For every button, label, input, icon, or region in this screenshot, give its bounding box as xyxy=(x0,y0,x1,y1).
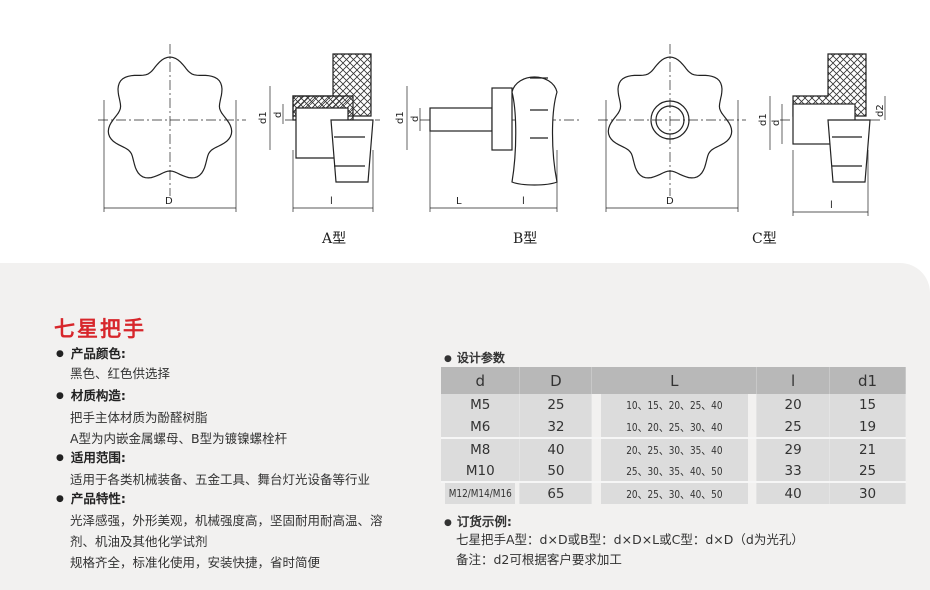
table-cell-L: 10、15、20、25、40 xyxy=(600,394,749,416)
col-d: d xyxy=(441,367,521,394)
caption-type-c: C型 xyxy=(752,231,777,247)
section-line: 规格齐全，标准化使用，安装快捷，省时简便 xyxy=(70,555,321,570)
section-line: 把手主体材质为酚醛树脂 xyxy=(70,410,208,425)
table-cell-L: 20、25、30、40、50 xyxy=(600,481,749,504)
table-cell-l: 33 xyxy=(756,460,831,482)
knob-side-view-c xyxy=(792,53,871,183)
table-cell-d: M12/M14/M16 xyxy=(444,481,517,504)
dim-l-c: l xyxy=(830,200,833,211)
dim-d-b: d xyxy=(410,116,421,122)
dim-d1-a: d1 xyxy=(258,111,269,124)
section-line: A型为内嵌金属螺母、B型为镀镍螺栓杆 xyxy=(70,431,288,446)
section-line: 黑色、红色供选择 xyxy=(70,366,171,381)
dim-l-b: l xyxy=(522,196,525,207)
table-cell-l: 25 xyxy=(756,416,831,438)
col-L: L xyxy=(591,367,758,394)
table-cell-l: 29 xyxy=(756,437,831,460)
table-cell-l: 40 xyxy=(756,481,831,504)
section-line: 剂、机油及其他化学试剂 xyxy=(70,534,208,549)
dim-D-a: D xyxy=(165,196,173,207)
spec-heading: 设计参数 xyxy=(444,349,505,366)
table-cell-d: M10 xyxy=(441,460,521,482)
col-l: l xyxy=(756,367,831,394)
dim-D-c: D xyxy=(666,196,674,207)
dim-d-a: d xyxy=(273,112,284,118)
table-cell-d1: 21 xyxy=(829,437,906,460)
dim-d2-c: d2 xyxy=(875,104,886,117)
table-cell-d1: 15 xyxy=(829,394,906,416)
dim-d1-b: d1 xyxy=(395,111,406,124)
dim-L-b: L xyxy=(456,196,462,207)
section-heading: 产品特性: xyxy=(56,488,383,510)
col-d1: d1 xyxy=(829,367,906,394)
dim-d-c: d xyxy=(771,120,782,126)
table-cell-d: M5 xyxy=(441,394,521,416)
dim-d1-c: d1 xyxy=(758,113,769,126)
caption-type-b: B型 xyxy=(513,231,538,247)
section-line: 适用于各类机械装备、五金工具、舞台灯光设备等行业 xyxy=(70,472,371,487)
section-heading: 材质构造: xyxy=(56,385,287,407)
section-heading: 适用范围: xyxy=(56,447,370,469)
order-example: 七星把手A型：d×D或B型：d×D×L或C型：d×D（d为光孔） xyxy=(456,532,804,547)
table-cell-D: 40 xyxy=(519,437,593,460)
table-cell-d: M8 xyxy=(441,437,521,460)
table-cell-d1: 30 xyxy=(829,481,906,504)
table-cell-l: 20 xyxy=(756,394,831,416)
section-application: 适用范围: 适用于各类机械装备、五金工具、舞台灯光设备等行业 xyxy=(56,447,370,490)
table-cell-L: 25、30、35、40、50 xyxy=(600,460,749,482)
dim-l-a: l xyxy=(330,196,333,207)
table-cell-d1: 19 xyxy=(829,416,906,438)
knob-side-view-b xyxy=(429,76,558,186)
section-line: 光泽感强，外形美观，机械强度高，坚固耐用耐高温、溶 xyxy=(70,513,383,528)
table-cell-L: 10、20、25、30、40 xyxy=(600,416,749,438)
table-cell-D: 25 xyxy=(519,394,593,416)
section-heading: 产品颜色: xyxy=(56,344,170,364)
technical-drawings: D l d1 d L l d1 d D l d1 d d2 xyxy=(98,44,886,216)
table-cell-D: 32 xyxy=(519,416,593,438)
knob-side-view-a xyxy=(292,53,374,183)
order-heading: 订货示例: xyxy=(444,511,512,530)
col-D: D xyxy=(519,367,593,394)
table-header-row: d D L l d1 xyxy=(441,367,906,394)
section-color: 产品颜色: 黑色、红色供选择 xyxy=(56,344,170,384)
table-cell-d: M6 xyxy=(441,416,521,438)
section-features: 产品特性: 光泽感强，外形美观，机械强度高，坚固耐用耐高温、溶 剂、机油及其他化… xyxy=(56,488,383,573)
table-cell-D: 50 xyxy=(519,460,593,482)
section-material: 材质构造: 把手主体材质为酚醛树脂 A型为内嵌金属螺母、B型为镀镍螺栓杆 xyxy=(56,385,287,449)
table-cell-D: 65 xyxy=(519,481,593,504)
order-note: 备注：d2可根据客户要求加工 xyxy=(456,552,622,567)
table-cell-L: 20、25、30、35、40 xyxy=(600,437,749,460)
product-title: 七星把手 xyxy=(54,317,146,341)
caption-type-a: A型 xyxy=(322,231,347,247)
table-cell-d1: 25 xyxy=(829,460,906,482)
